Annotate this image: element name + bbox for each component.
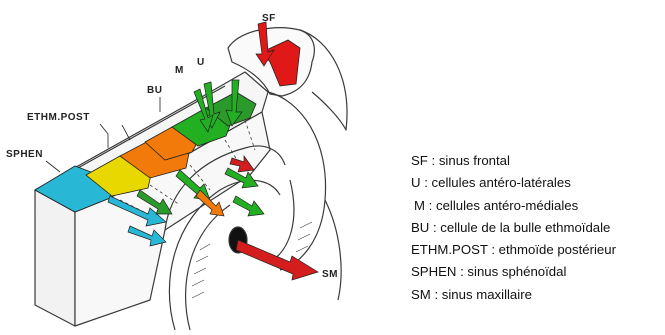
- turbinate-hatching: [192, 244, 210, 298]
- uncinate-curve: [268, 92, 326, 270]
- label-ethm-post: ETHM.POST: [27, 112, 90, 123]
- legend: SF : sinus frontal U : cellules antéro-l…: [411, 150, 661, 306]
- turbinate-arc-3: [186, 205, 230, 330]
- label-m: M: [175, 65, 184, 76]
- label-sf: SF: [262, 13, 276, 24]
- sm-arrow: [236, 240, 318, 280]
- legend-item-u: U : cellules antéro-latérales: [411, 172, 661, 194]
- label-sm: SM: [322, 269, 338, 280]
- legend-item-m: M : cellules antéro-médiales: [411, 195, 661, 217]
- ethmoid-front-face: [35, 190, 75, 326]
- lateral-wall-curve: [325, 200, 341, 300]
- inferior-curve: [270, 180, 294, 262]
- label-sphen: SPHEN: [6, 149, 43, 160]
- label-u: U: [197, 57, 205, 68]
- legend-item-bu: BU : cellule de la bulle ethmoïdale: [411, 217, 661, 239]
- legend-item-ethm-post: ETHM.POST : ethmoïde postérieur: [411, 239, 661, 261]
- legend-item-sm: SM : sinus maxillaire: [411, 284, 661, 306]
- label-bu: BU: [147, 85, 162, 96]
- legend-item-sf: SF : sinus frontal: [411, 150, 661, 172]
- legend-item-sphen: SPHEN : sinus sphénoïdal: [411, 261, 661, 283]
- u-arrow-3: [233, 196, 264, 216]
